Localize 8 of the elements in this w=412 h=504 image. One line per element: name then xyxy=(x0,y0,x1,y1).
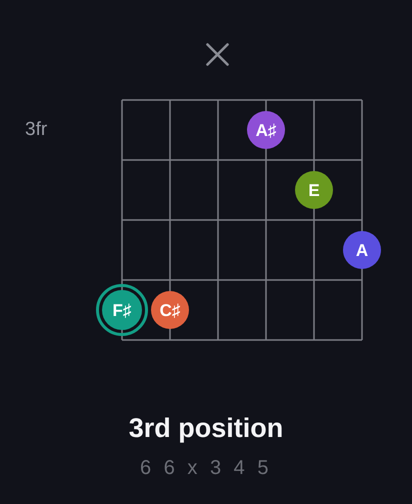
fret-numbers-caption: 6 6 x 3 4 5 xyxy=(140,457,272,479)
note-dot: C♯ xyxy=(151,291,189,329)
root-note-dot: F♯ xyxy=(96,284,148,336)
note-dot: E xyxy=(295,171,333,209)
chord-title: 3rd position xyxy=(128,413,284,443)
note-dot: A♯ xyxy=(247,111,285,149)
note-dot: A xyxy=(343,231,381,269)
fret-position-label: 3fr xyxy=(25,118,48,142)
